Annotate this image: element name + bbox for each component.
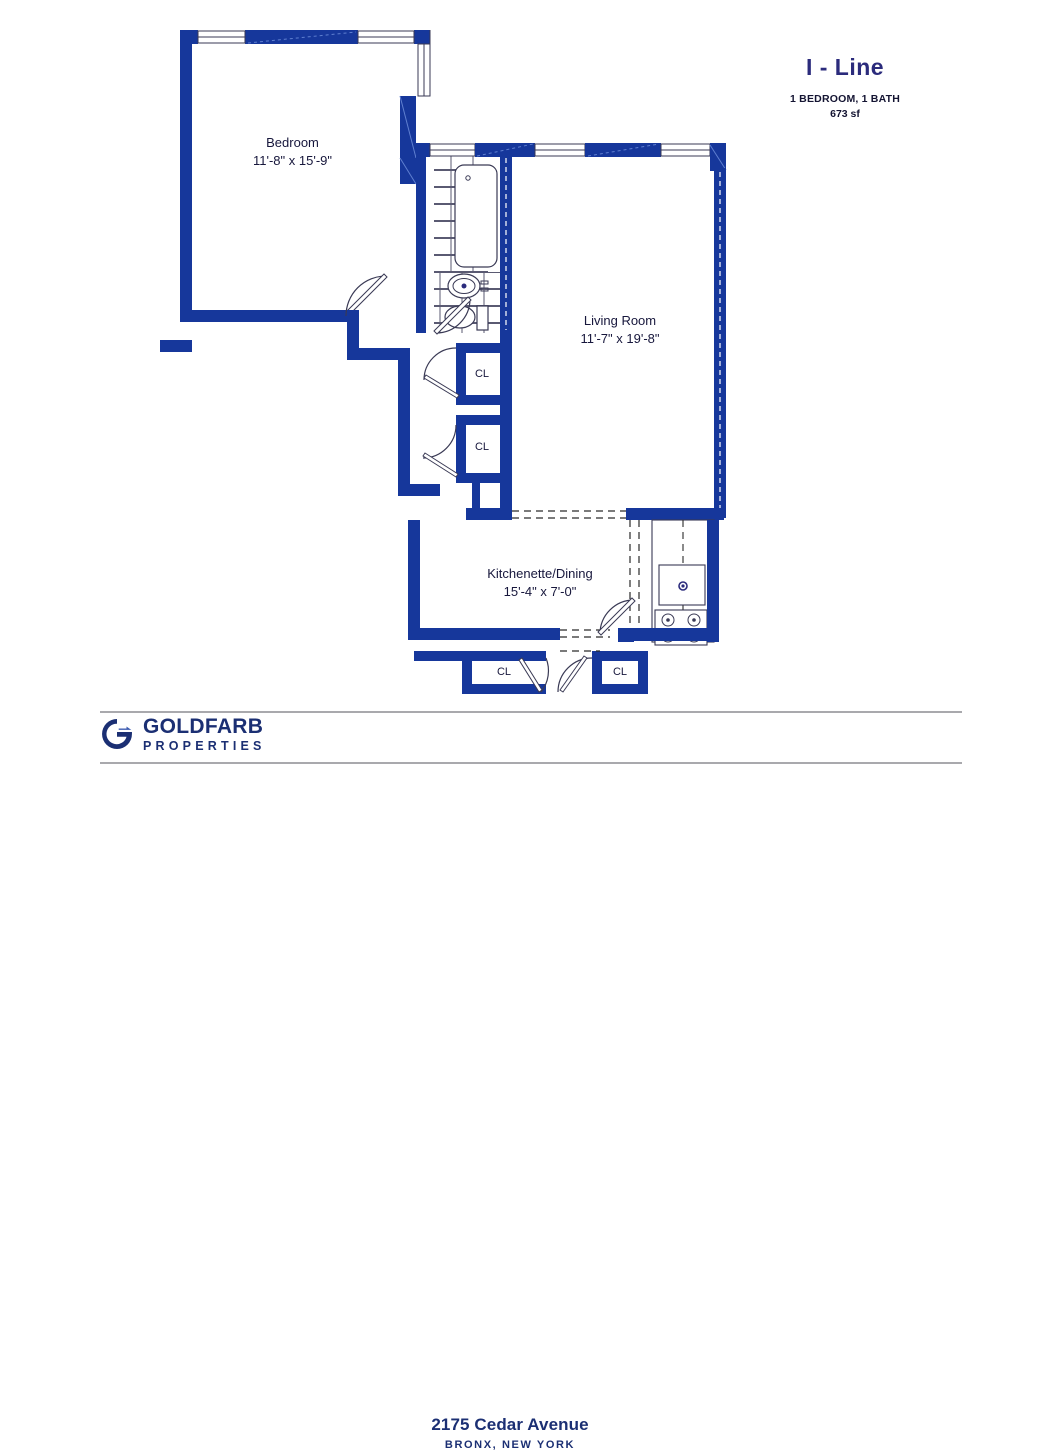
door-entry: [597, 597, 636, 636]
wall-kitchen-bottom-run: [618, 628, 719, 641]
brand-subtitle: PROPERTIES: [143, 739, 266, 753]
door-bedroom: [345, 273, 388, 317]
wall-kitchen-bottom: [408, 628, 560, 640]
window-swing-hatch: [247, 31, 357, 44]
window-living-2: [534, 143, 586, 157]
brand-text: GOLDFARB PROPERTIES: [143, 716, 266, 753]
closet-label-2: CL: [474, 441, 490, 453]
wall-bedroom-top-right-pier: [414, 30, 430, 44]
window-living-1: [429, 143, 476, 157]
wall-bath-top-pier: [416, 143, 430, 157]
footer-rule-bottom: [100, 762, 962, 764]
bathtub-fixture: [454, 164, 498, 268]
hatch-line: [399, 157, 417, 185]
wall-bath-left: [416, 155, 426, 333]
page-footer: GOLDFARB PROPERTIES 2175 Cedar Avenue BR…: [0, 700, 1041, 1451]
wall-kitchen-right: [707, 520, 719, 642]
window-bedroom-top-2: [357, 30, 415, 44]
address-city-state: BRONX, NEW YORK: [444, 1439, 576, 1451]
floor-plan-page: I - Line 1 BEDROOM, 1 BATH 673 sf: [0, 30, 1041, 1451]
unit-beds-baths: 1 BEDROOM, 1 BATH: [790, 93, 900, 106]
bathroom-floor-tile-3: [488, 272, 502, 333]
wall-hall-step-2: [398, 484, 440, 496]
wall-closet2-bottom: [456, 473, 508, 483]
brand-logo: GOLDFARB PROPERTIES: [100, 716, 266, 753]
wall-bedroom-top-left-pier: [180, 30, 198, 44]
hatch-line: [709, 144, 727, 171]
door-closet-2: [422, 424, 459, 478]
wall-closet1-top: [456, 343, 508, 353]
hatch-line: [587, 143, 660, 157]
wall-kitchen-left: [408, 520, 420, 638]
closet-label-4: CL: [612, 666, 628, 678]
brand-name: GOLDFARB: [143, 715, 264, 738]
wall-hall-left: [398, 348, 410, 496]
door-closet-3: [518, 657, 550, 693]
property-address: 2175 Cedar Avenue BRONX, NEW YORK: [330, 1415, 690, 1451]
wall-bedroom-left: [180, 30, 192, 322]
wall-hall-left-upper: [347, 310, 359, 360]
plan-walls: [160, 30, 727, 694]
wall-closet3-left: [462, 651, 472, 694]
wall-closet-right: [500, 333, 512, 513]
window-bedroom-top-1: [197, 30, 246, 44]
door-closet-1: [423, 347, 460, 399]
window-living-3: [660, 143, 711, 157]
wall-hall-stub: [472, 483, 480, 515]
wall-bedroom-bottom: [180, 310, 347, 322]
unit-square-feet: 673 sf: [830, 108, 860, 121]
hatch-line: [399, 95, 417, 159]
wall-closet4-right: [638, 651, 648, 694]
wall-closet4-bottom: [592, 684, 648, 694]
wall-closet3-bottom: [462, 684, 546, 694]
closet-label-3: CL: [496, 666, 512, 678]
door-closet-4: [557, 655, 593, 693]
floor-plan-drawing: [160, 30, 727, 694]
unit-line-title: I - Line: [805, 54, 885, 80]
wall-closet4-left: [592, 651, 602, 694]
wall-living-bottom-right: [626, 508, 724, 520]
goldfarb-g-icon: [102, 719, 132, 750]
wall-hall-bottom: [466, 508, 512, 520]
address-street: 2175 Cedar Avenue: [431, 1415, 589, 1434]
wall-closet1-left: [456, 343, 466, 403]
wall-closet3-top-run: [414, 651, 466, 661]
wall-closet4-top: [592, 651, 648, 661]
footer-rule-top: [100, 711, 962, 713]
wall-closet3-top: [462, 651, 546, 661]
wall-closet2-left: [456, 425, 466, 483]
closet-label-1: CL: [474, 368, 490, 380]
kitchen-sink-fixture: [658, 564, 706, 606]
wall-closet1-bottom: [456, 395, 508, 405]
unit-title-block: I - Line 1 BEDROOM, 1 BATH 673 sf: [725, 55, 965, 123]
sink-fixture: [447, 273, 489, 299]
wall-stub-left: [160, 340, 192, 352]
wall-closet2-top: [456, 415, 508, 425]
wall-hall-step: [347, 348, 409, 360]
door-bathroom: [433, 296, 472, 335]
